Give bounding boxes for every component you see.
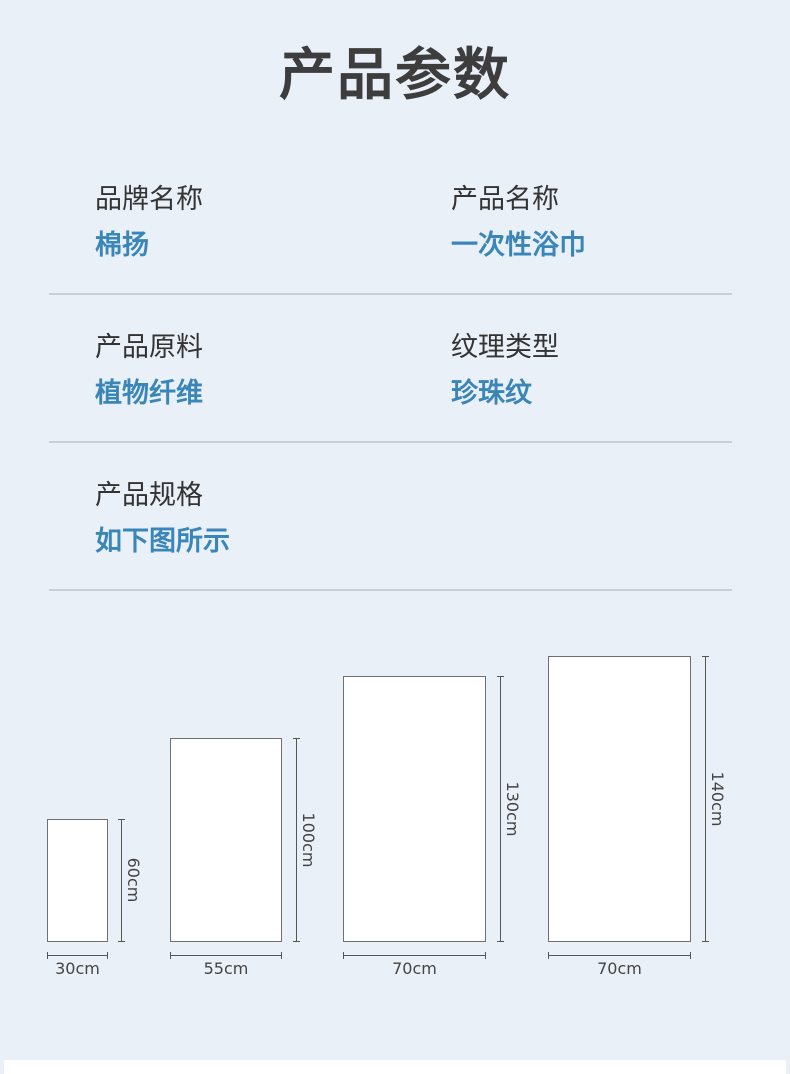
width-label: 70cm bbox=[597, 959, 642, 978]
bottom-panel-edge bbox=[4, 1060, 786, 1074]
param-value: 棉扬 bbox=[95, 230, 149, 261]
dimension-tick bbox=[690, 952, 691, 959]
dimension-tick bbox=[293, 738, 300, 739]
param-label: 产品名称 bbox=[451, 184, 559, 215]
dimension-tick bbox=[170, 952, 171, 959]
dimension-tick bbox=[702, 941, 709, 942]
towel-size-4 bbox=[548, 656, 691, 942]
width-dimension-line bbox=[548, 955, 691, 956]
param-product-name: 产品名称 一次性浴巾 bbox=[451, 182, 751, 264]
param-label: 品牌名称 bbox=[95, 184, 203, 215]
dimension-tick bbox=[485, 952, 486, 959]
divider bbox=[49, 441, 732, 443]
width-dimension-line bbox=[170, 955, 282, 956]
dimension-tick bbox=[118, 941, 125, 942]
height-dimension-line bbox=[296, 738, 297, 942]
param-value: 植物纤维 bbox=[95, 378, 203, 409]
width-label: 70cm bbox=[392, 959, 437, 978]
param-label: 产品原料 bbox=[95, 332, 203, 363]
dimension-tick bbox=[47, 952, 48, 959]
dimension-tick bbox=[497, 676, 504, 677]
param-brand: 品牌名称 棉扬 bbox=[95, 182, 395, 264]
height-dimension-line bbox=[500, 676, 501, 942]
param-value: 珍珠纹 bbox=[451, 378, 532, 409]
divider bbox=[49, 589, 732, 591]
dimension-tick bbox=[497, 941, 504, 942]
param-material: 产品原料 植物纤维 bbox=[95, 330, 395, 412]
height-dimension-line bbox=[705, 656, 706, 942]
width-dimension-line bbox=[343, 955, 486, 956]
towel-size-3 bbox=[343, 676, 486, 942]
page-title: 产品参数 bbox=[279, 43, 511, 108]
dimension-tick bbox=[548, 952, 549, 959]
towel-size-1 bbox=[47, 819, 108, 942]
dimension-tick bbox=[107, 952, 108, 959]
dimension-tick bbox=[293, 941, 300, 942]
width-label: 55cm bbox=[203, 959, 249, 978]
height-dimension-line bbox=[121, 819, 122, 942]
param-label: 产品规格 bbox=[95, 480, 203, 511]
dimension-tick bbox=[118, 819, 125, 820]
param-value: 一次性浴巾 bbox=[451, 230, 586, 261]
dimension-tick bbox=[702, 656, 709, 657]
towel-size-2 bbox=[170, 738, 282, 942]
param-texture: 纹理类型 珍珠纹 bbox=[451, 330, 751, 412]
param-spec: 产品规格 如下图所示 bbox=[95, 478, 395, 560]
width-label: 30cm bbox=[55, 959, 100, 978]
dimension-tick bbox=[343, 952, 344, 959]
param-value: 如下图所示 bbox=[95, 526, 230, 557]
width-dimension-line bbox=[47, 955, 108, 956]
dimension-tick bbox=[281, 952, 282, 959]
divider bbox=[49, 293, 732, 295]
param-label: 纹理类型 bbox=[451, 332, 559, 363]
